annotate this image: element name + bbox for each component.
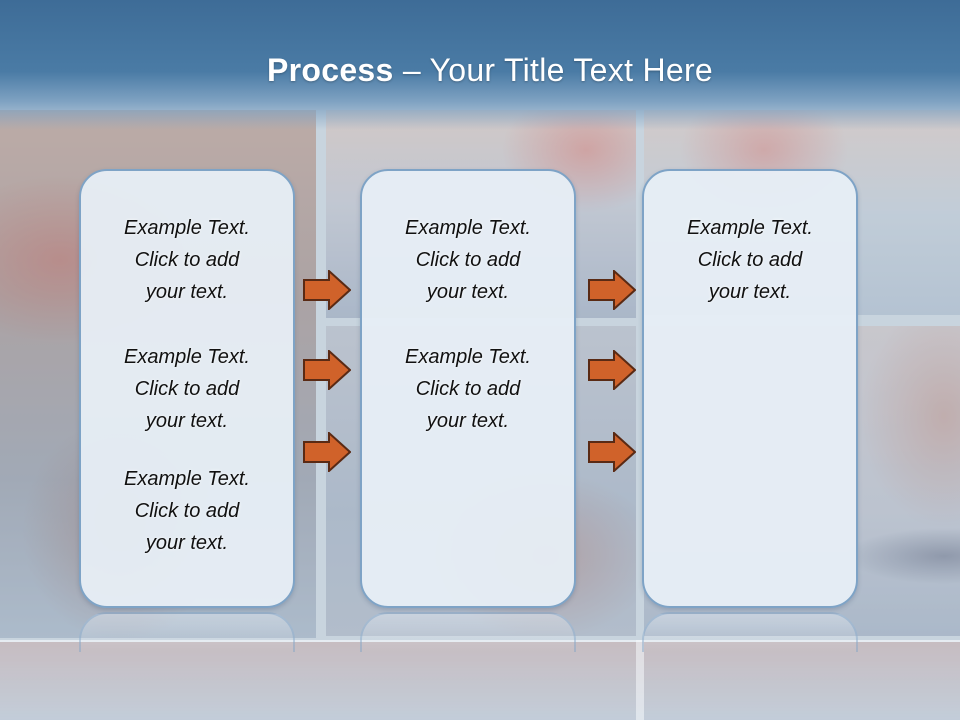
- text-line: your text.: [145, 281, 229, 303]
- text-line: Example Text.: [124, 217, 250, 239]
- text-block[interactable]: Example Text. Click to add your text.: [81, 212, 293, 308]
- text-block[interactable]: Example Text. Click to add your text.: [362, 341, 574, 437]
- text-line: your text.: [145, 410, 229, 432]
- right-arrow-icon[interactable]: [303, 432, 351, 472]
- process-box-1[interactable]: Example Text. Click to add your text. Ex…: [79, 169, 295, 608]
- text-line: Example Text.: [405, 217, 531, 239]
- title-bar: Process – Your Title Text Here: [0, 0, 960, 130]
- slide-title[interactable]: Process – Your Title Text Here: [0, 52, 960, 89]
- right-arrow-icon[interactable]: [303, 350, 351, 390]
- title-rest: – Your Title Text Here: [393, 52, 714, 88]
- text-line: Example Text.: [124, 346, 250, 368]
- text-line: Click to add: [134, 378, 240, 400]
- text-block[interactable]: Example Text. Click to add your text.: [81, 341, 293, 437]
- right-arrow-icon[interactable]: [588, 350, 636, 390]
- box-reflection: [79, 612, 295, 652]
- box-reflection: [642, 612, 858, 652]
- text-line: Example Text.: [687, 217, 813, 239]
- floor-reflection: [0, 640, 960, 720]
- process-box-3[interactable]: Example Text. Click to add your text.: [642, 169, 858, 608]
- text-line: Click to add: [134, 249, 240, 271]
- process-box-2[interactable]: Example Text. Click to add your text. Ex…: [360, 169, 576, 608]
- title-bold: Process: [266, 52, 394, 88]
- text-line: Click to add: [415, 378, 521, 400]
- text-block[interactable]: Example Text. Click to add your text.: [362, 212, 574, 308]
- text-block[interactable]: Example Text. Click to add your text.: [644, 212, 856, 308]
- right-arrow-icon[interactable]: [588, 270, 636, 310]
- text-line: Click to add: [415, 249, 521, 271]
- text-line: Click to add: [697, 249, 803, 271]
- text-line: your text.: [145, 532, 229, 554]
- box-reflection: [360, 612, 576, 652]
- text-line: Example Text.: [124, 468, 250, 490]
- text-line: your text.: [708, 281, 792, 303]
- reflection-divider: [636, 640, 644, 720]
- text-line: your text.: [426, 281, 510, 303]
- text-block[interactable]: Example Text. Click to add your text.: [81, 463, 293, 559]
- right-arrow-icon[interactable]: [588, 432, 636, 472]
- text-line: Click to add: [134, 500, 240, 522]
- text-line: your text.: [426, 410, 510, 432]
- right-arrow-icon[interactable]: [303, 270, 351, 310]
- text-line: Example Text.: [405, 346, 531, 368]
